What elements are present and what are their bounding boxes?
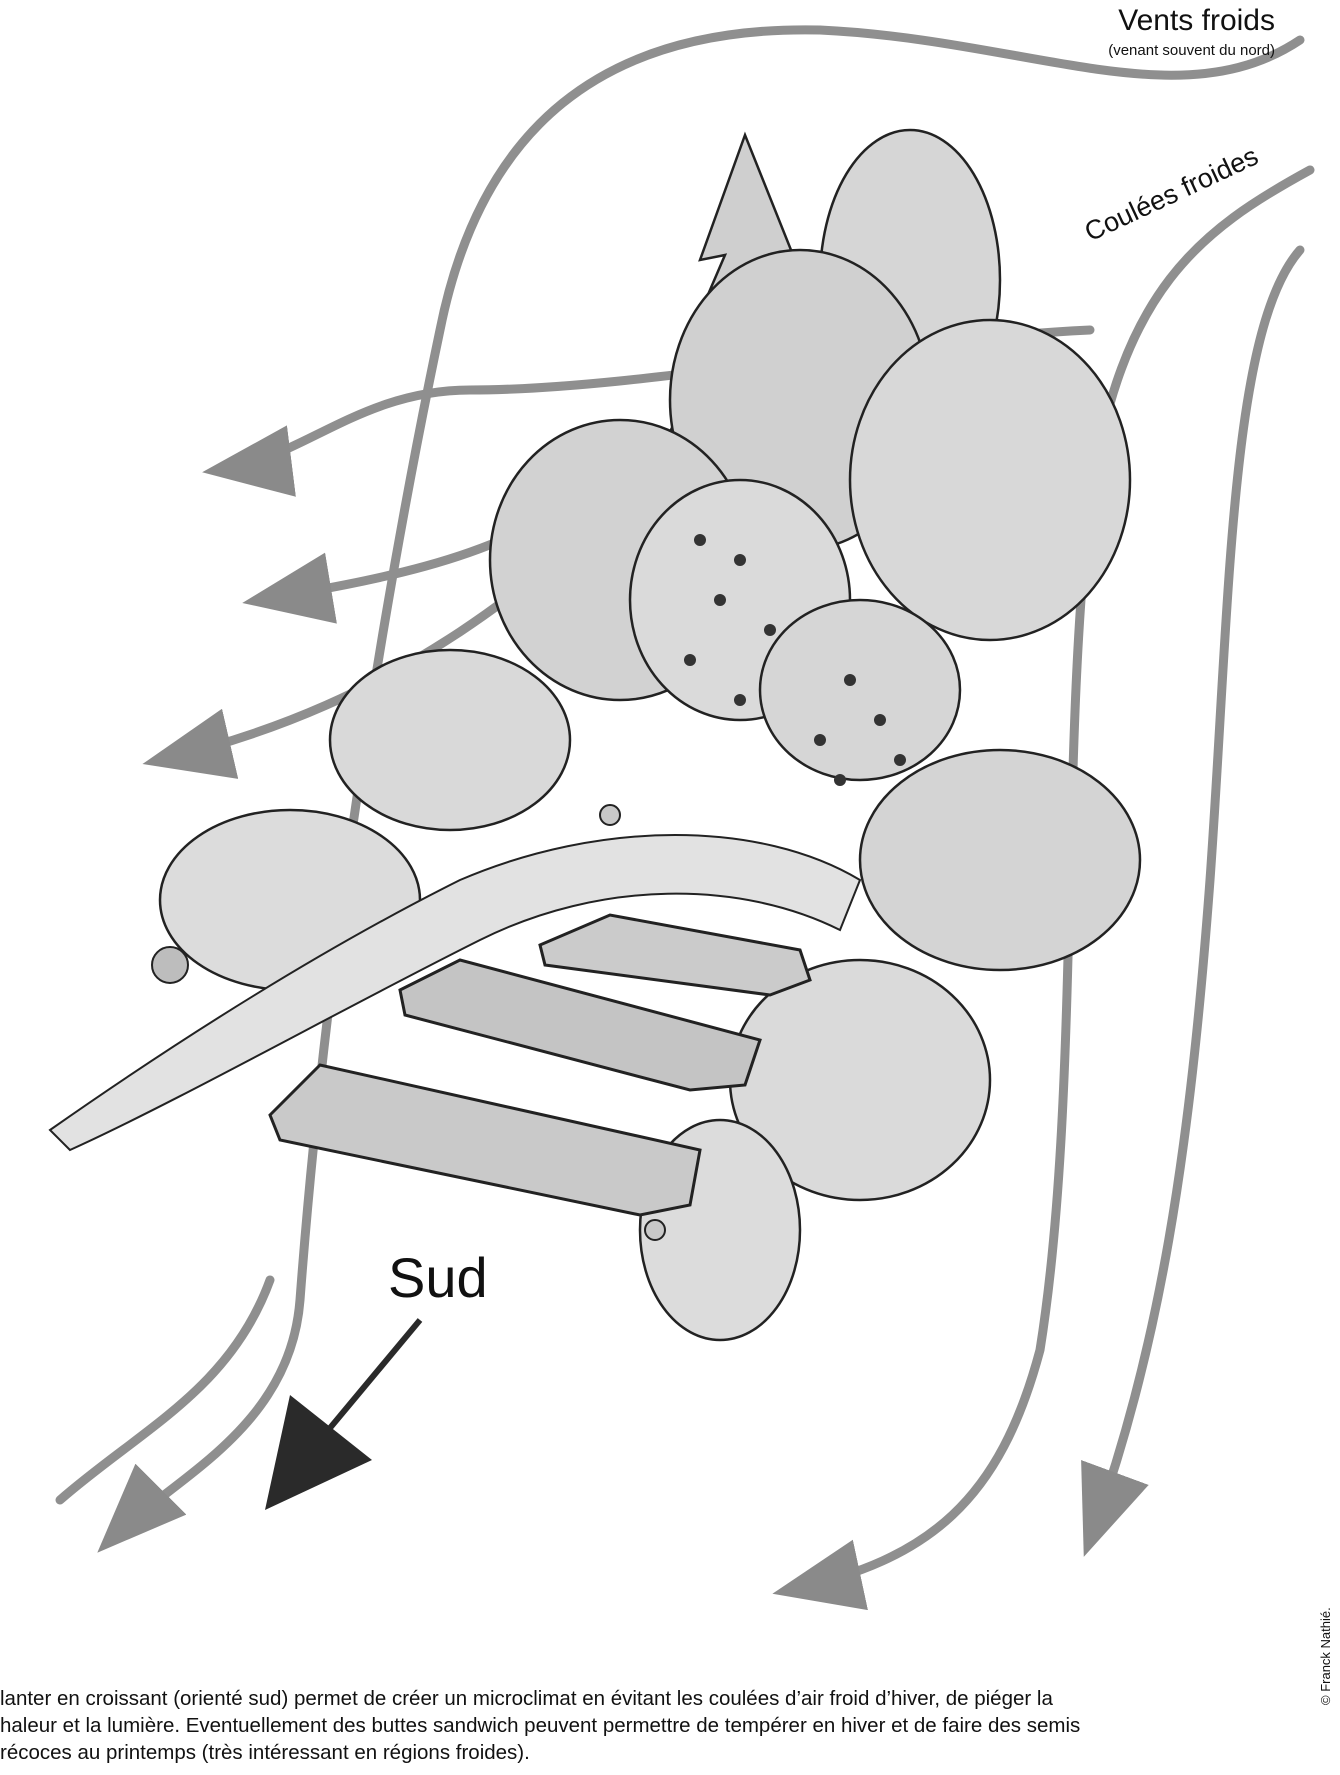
cold-winds-title: Vents froids [1030, 4, 1275, 38]
raised-bed-back [540, 915, 810, 995]
fruit-tree-right [760, 600, 960, 780]
raised-bed-front [270, 1065, 700, 1215]
shrub-right [860, 750, 1140, 970]
tree-right-large [850, 320, 1130, 640]
sunflower-icon [152, 947, 188, 983]
caption-line-3: récoces au printemps (très intéressant e… [0, 1739, 1300, 1766]
south-label: Sud [388, 1245, 488, 1310]
wind-arrow-left-long [60, 1280, 270, 1500]
caption-line-1: lanter en croissant (orienté sud) permet… [0, 1685, 1300, 1712]
caption: lanter en croissant (orienté sud) permet… [0, 1685, 1300, 1766]
cold-winds-subtitle: (venant souvent du nord) [1030, 42, 1275, 59]
shrub-left [330, 650, 570, 830]
caption-line-2: haleur et la lumière. Eventuellement des… [0, 1712, 1300, 1739]
copyright-notice: © Franck Nathié. [1318, 1607, 1333, 1705]
